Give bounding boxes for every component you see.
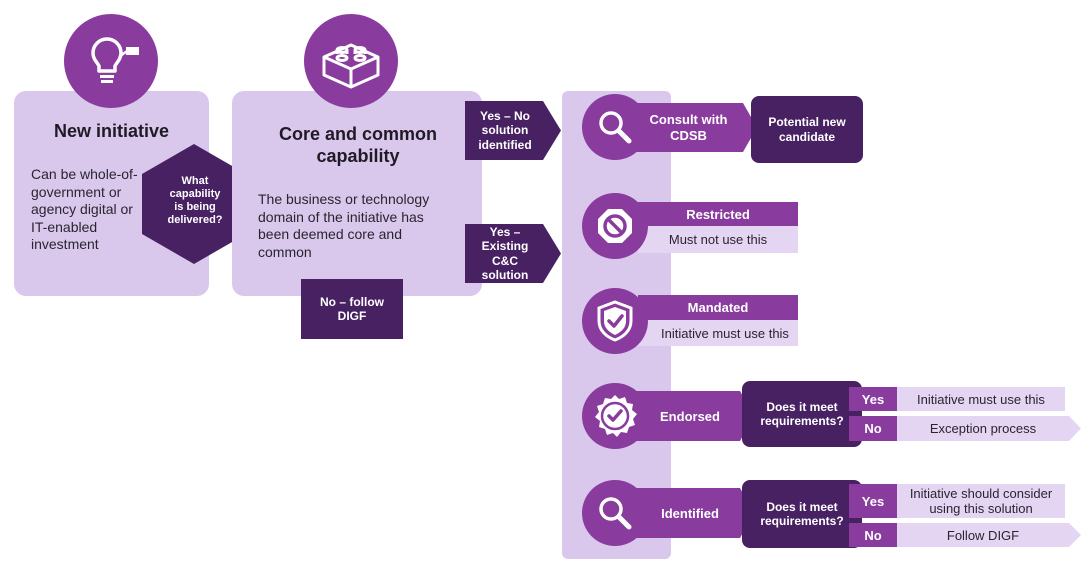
identified-no-label: No [849,523,897,547]
potential-candidate-box: Potential new candidate [751,96,863,163]
capability-decision-label: What capability is being delivered? [167,175,223,226]
endorsed-no-result: Exception process [897,416,1081,441]
core-capability-description: The business or technology domain of the… [258,191,430,260]
prohibited-icon [582,193,648,259]
endorsed-yes-result: Initiative must use this [897,387,1065,411]
mandated-label: Mandated [638,295,798,320]
endorsed-no-label: No [849,416,897,441]
branch-no-solution-arrow: Yes – No solution identified [465,101,561,160]
endorsed-yes-label: Yes [849,387,897,411]
restricted-label: Restricted [638,202,798,226]
identified-no-result: Follow DIGF [897,523,1081,547]
identified-yes-label: Yes [849,484,897,518]
mandated-detail: Initiative must use this [638,320,798,346]
branch-existing-solution-arrow: Yes – Existing C&C solution [465,224,561,283]
shield-check-icon [582,288,648,354]
restricted-detail: Must not use this [638,226,798,253]
consult-magnifier-icon [582,94,648,160]
identified-yes-result: Initiative should consider using this so… [897,484,1065,518]
building-block-icon [304,14,398,108]
no-follow-digf-box: No – follow DIGF [301,279,403,339]
core-capability-card [232,91,482,296]
badge-check-icon [582,383,648,449]
endorsed-requirements-question: Does it meet requirements? [742,381,862,447]
identified-magnifier-icon [582,480,648,546]
identified-requirements-question: Does it meet requirements? [742,480,862,548]
new-initiative-description: Can be whole-of-government or agency dig… [31,166,138,252]
new-initiative-title: New initiative [53,121,170,141]
lightbulb-icon [64,14,158,108]
core-capability-title: Core and common capability [278,124,438,166]
